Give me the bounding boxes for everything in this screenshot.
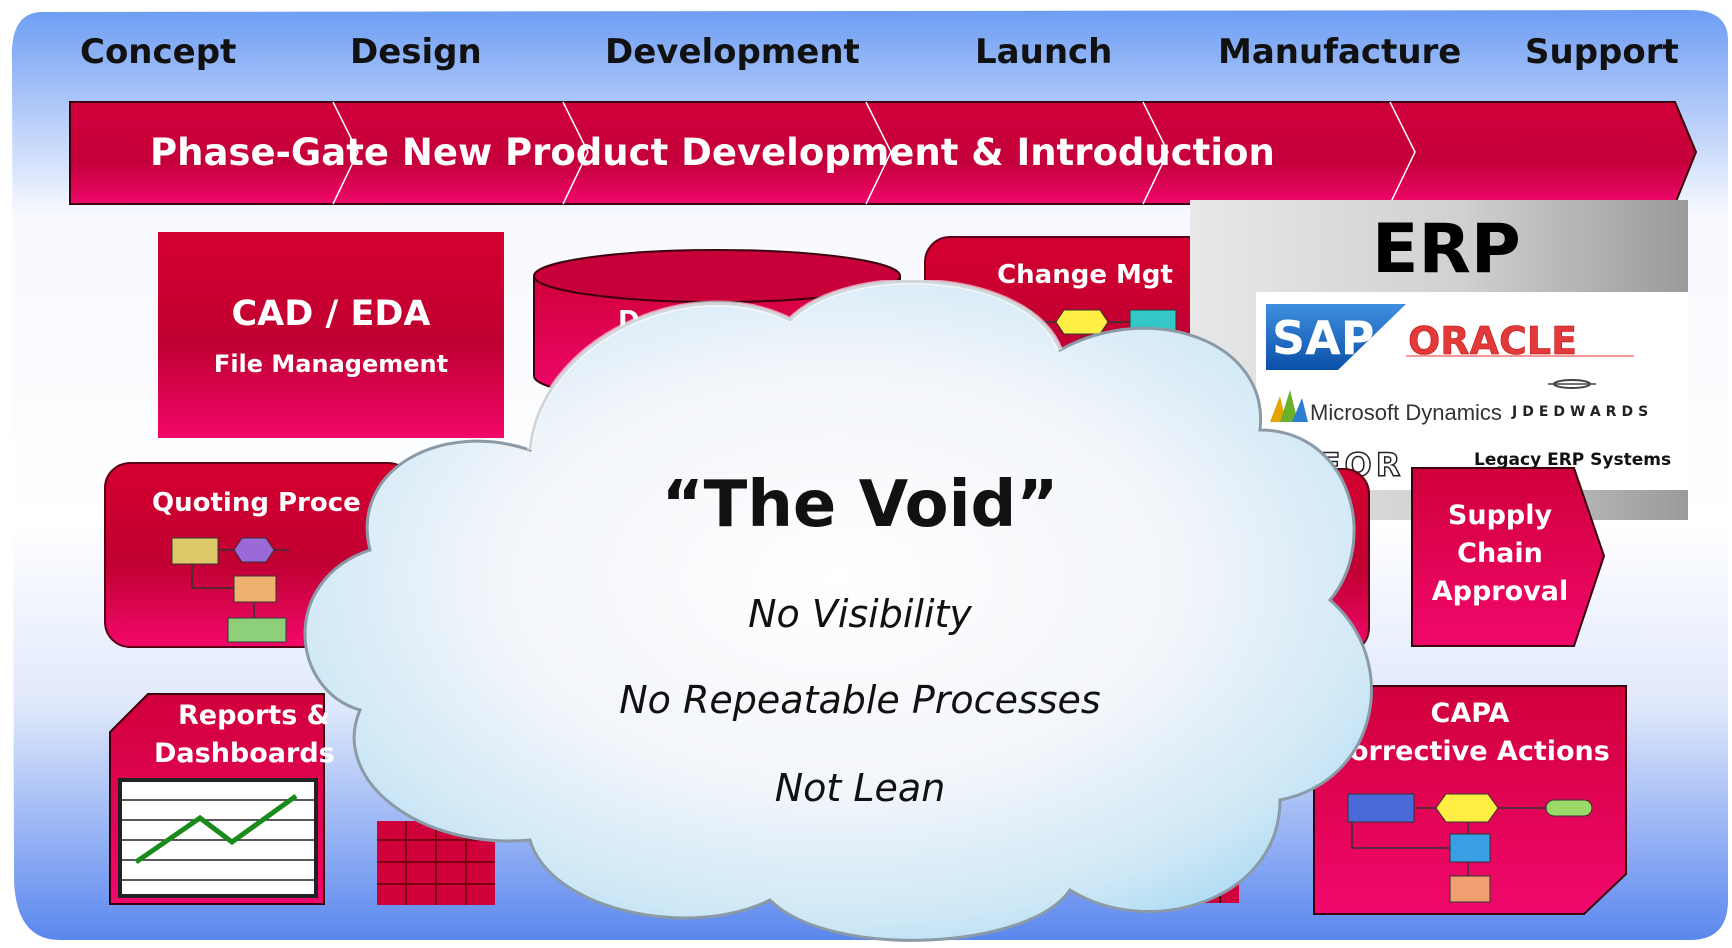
phase-label-manufacture: Manufacture [1218,32,1462,72]
capa-title: CAPA [1430,698,1510,729]
legacy-erp-label: Legacy ERP Systems [1474,450,1672,470]
jdedwards-logo: JDEDWARDS [1511,379,1653,420]
supply-chain-approval-arrow [1411,467,1606,647]
reports-dashboards-box [109,693,325,905]
cad-eda-subtitle: File Management [213,350,449,378]
microsoft-dynamics-text: Microsoft Dynamics [1310,400,1502,425]
void-line-visibility: No Visibility [748,592,972,636]
quoting-process-label: Quoting Proce [152,488,361,518]
void-cloud [303,280,1373,942]
jdedwards-text: JDEDWARDS [1511,404,1653,420]
phase-label-concept: Concept [80,32,237,72]
void-title: “The Void” [661,468,1059,542]
cad-eda-title: CAD / EDA [231,294,431,334]
reports-line2: Dashboards [154,738,335,769]
sap-logo-text: SAP [1272,311,1374,365]
erp-title: ERP [1372,210,1521,289]
gate-dividers [332,101,1416,205]
oracle-logo-text: ORACLE [1408,319,1577,363]
phase-label-development: Development [605,32,860,72]
oracle-logo: ORACLE [1406,319,1634,363]
supply-chain-line2: Chain [1457,538,1543,569]
microsoft-dynamics-logo: Microsoft Dynamics [1270,390,1502,425]
trend-line-icon [134,793,298,865]
sap-logo: SAP [1266,304,1406,370]
phase-gate-banner [69,101,1698,205]
quoting-workflow-icon [171,537,290,643]
phase-label-support: Support [1525,32,1679,72]
phase-label-design: Design [350,32,482,72]
void-line-lean: Not Lean [774,766,946,810]
change-mgt-title: Change Mgt [997,260,1173,290]
cad-eda-box: CAD / EDA File Management [158,232,504,438]
void-line-repeatable: No Repeatable Processes [619,678,1101,722]
phase-label-launch: Launch [975,32,1113,72]
banner-label: Phase-Gate New Product Development & Int… [150,131,1275,174]
reports-line1: Reports & [178,700,331,731]
capa-subtitle: Corrective Actions [1330,736,1610,767]
capa-box [1313,685,1627,915]
supply-chain-line1: Supply [1447,500,1553,531]
supply-chain-line3: Approval [1431,576,1569,607]
